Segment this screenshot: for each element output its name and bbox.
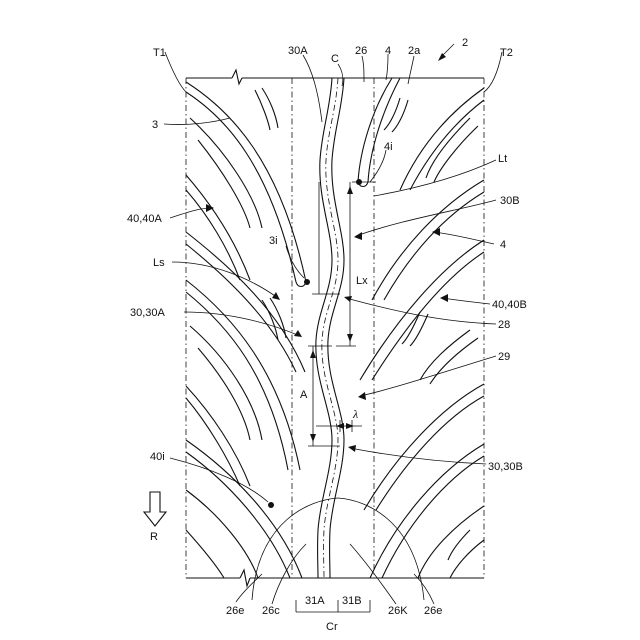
label-26K: 26K: [388, 605, 408, 617]
label-28: 28: [498, 319, 510, 331]
label-30B: 30B: [500, 195, 520, 207]
leader-lines: [164, 44, 502, 604]
label-4-top: 4: [385, 45, 391, 57]
groove-end-40i: [268, 502, 274, 508]
label-lambda: λ: [352, 407, 358, 421]
label-40-40A: 40,40A: [127, 213, 163, 225]
ref-numeral: 2: [462, 37, 468, 49]
label-4i: 4i: [384, 141, 393, 153]
right-lug-grooves: [358, 78, 484, 578]
tread-outline: [186, 70, 484, 586]
label-Cr: Cr: [326, 621, 338, 633]
dimension-lines: [308, 182, 376, 446]
label-T1: T1: [153, 47, 166, 59]
label-30A-top: 30A: [288, 45, 308, 57]
label-4-right: 4: [500, 239, 506, 251]
label-30-30B: 30,30B: [488, 461, 523, 473]
label-26: 26: [355, 45, 367, 57]
rotation-arrow-icon: [144, 492, 166, 526]
label-Lx: Lx: [356, 275, 368, 287]
label-40i: 40i: [150, 451, 165, 463]
center-main-groove: [316, 78, 344, 578]
label-Lt: Lt: [498, 153, 507, 165]
label-30-30A: 30,30A: [130, 307, 166, 319]
groove-end-3i: [304, 279, 310, 285]
label-26e-right: 26e: [424, 605, 442, 617]
label-26e-left: 26e: [226, 605, 244, 617]
label-A: A: [300, 389, 308, 401]
label-2a: 2a: [408, 45, 421, 57]
crown-radius-arc: [252, 498, 424, 612]
label-40-40B: 40,40B: [492, 299, 527, 311]
label-R: R: [150, 531, 158, 543]
label-Ls: Ls: [153, 257, 165, 269]
label-31A: 31A: [305, 595, 325, 607]
label-3: 3: [152, 119, 158, 131]
left-lug-grooves: [186, 82, 306, 578]
label-C: C: [331, 53, 339, 65]
label-31B: 31B: [342, 595, 362, 607]
label-3i: 3i: [269, 235, 278, 247]
label-29: 29: [498, 351, 510, 363]
label-26c: 26c: [262, 605, 280, 617]
label-T2: T2: [500, 47, 513, 59]
